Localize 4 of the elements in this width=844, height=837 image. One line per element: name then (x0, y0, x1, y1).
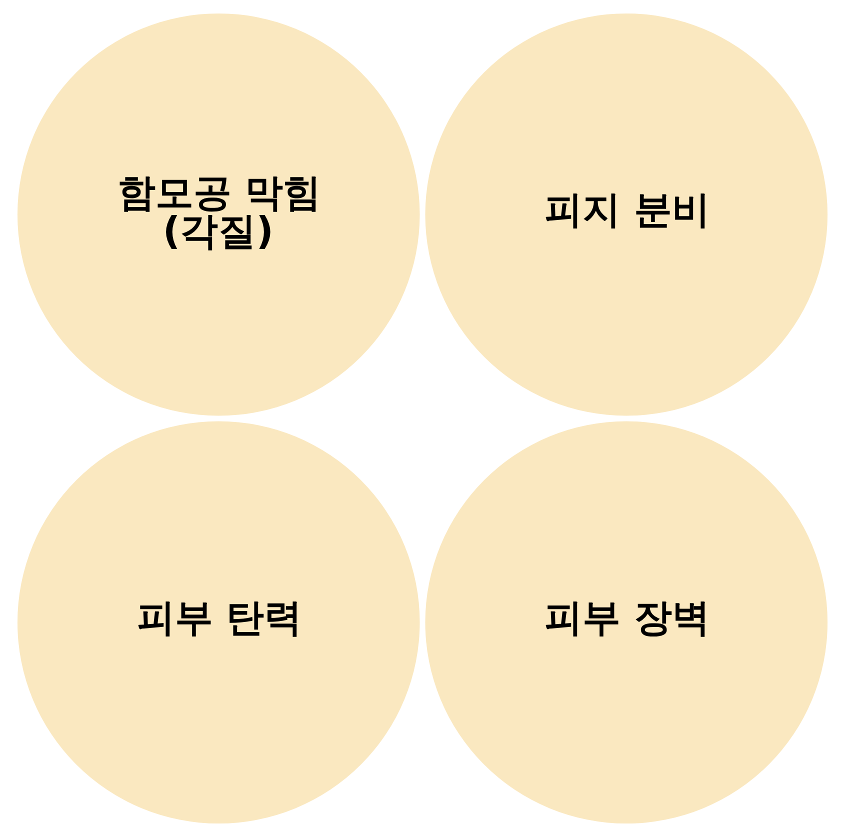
node-circle: 피부 탄력 (16, 421, 420, 824)
node-circle: 함모공 막힘 (각질) (16, 13, 420, 416)
node-circle: 피지 분비 (424, 13, 828, 416)
node-circle: 피부 장벽 (424, 421, 828, 824)
